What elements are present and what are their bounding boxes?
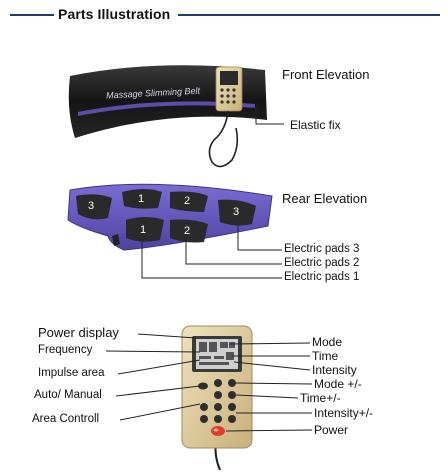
electric-pads-1-label: Electric pads 1 [284,271,360,283]
rear-elevation-heading: Rear Elevation [282,191,368,206]
time-label: Time [312,349,339,363]
pad-2-top [170,191,208,212]
pad1-leader [141,238,282,279]
power-button-shape [211,426,225,436]
power-display-label: Power display [38,325,119,340]
leader-area-control [119,403,201,421]
elastic-fix-label: Elastic fix [290,118,341,132]
pad-2-bottom [170,219,208,243]
controller-keypad [198,379,236,423]
intensity-plus-minus-label: Intensity+/- [314,406,374,420]
pad-1-bottom [126,217,164,242]
belt-controller-screen [220,71,238,85]
pad-number-top-1: 1 [138,193,145,205]
front-belt [68,65,284,168]
power-label: Power [314,423,349,437]
electric-pads-2-label: Electric pads 2 [284,257,360,269]
header-rule-right [178,14,440,16]
leader-power-display [137,333,197,339]
belt-controller-buttons [220,88,236,104]
leader-intensity [233,361,311,371]
area-control-label: Area Controll [32,413,100,425]
rear-belt-buckle [112,234,120,246]
rear-belt [67,183,282,279]
belt-cable [208,110,239,168]
pad2-leader [185,240,282,265]
leader-mode-pm [235,382,313,385]
pad-number-top-2: 2 [184,195,191,207]
pad-number-right-3: 3 [233,206,240,218]
controller-screen-digits [199,342,235,365]
front-belt-stripe [78,101,255,116]
intensity-label: Intensity [312,363,357,377]
leader-time-pm [235,394,299,399]
pad-3-right [218,199,256,226]
pad-3-left [76,194,112,220]
pad-1-top [122,189,162,209]
pad-number-left-3: 3 [88,200,95,212]
mode-plus-minus-label: Mode +/- [314,377,362,391]
leader-power [225,429,313,432]
front-elevation-heading: Front Elevation [282,67,370,82]
leader-frequency [105,350,201,353]
leader-auto-manual [115,385,201,397]
page-title: Parts Illustration [58,6,171,22]
impulse-area-label: Impulse area [38,367,105,379]
time-plus-minus-label: Time+/- [300,391,341,405]
frequency-label: Frequency [38,344,93,356]
leader-mode [229,342,311,345]
header-rule-left [10,14,54,16]
auto-manual-label: Auto/ Manual [34,389,102,401]
pad-number-bottom-2: 2 [184,225,191,237]
mode-label: Mode [312,335,343,349]
elastic-fix-leader [250,107,284,125]
electric-pads-3-label: Electric pads 3 [284,243,360,255]
pad-number-bottom-1: 1 [140,224,147,236]
pad3-leader [237,224,282,251]
remote-controller [105,325,313,471]
leader-impulse [117,359,201,375]
